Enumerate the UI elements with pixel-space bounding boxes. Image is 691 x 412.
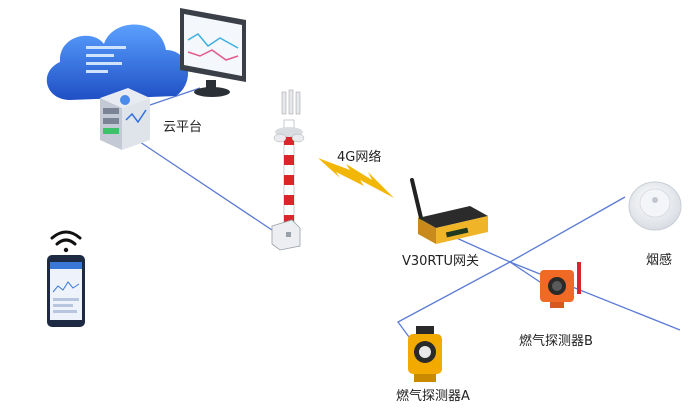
gas-detector-b-icon	[540, 262, 581, 308]
gateway-label: V30RTU网关	[402, 254, 479, 269]
lightning-icon	[318, 158, 394, 198]
line-server-tower	[139, 141, 273, 231]
connection-lines	[139, 87, 681, 353]
cell-tower-icon	[271, 89, 305, 251]
gateway-device-icon	[410, 178, 488, 244]
line-gateway-smoke	[509, 196, 626, 263]
wifi-icon	[50, 230, 82, 253]
gas-detector-a-label: 燃气探测器A	[396, 389, 470, 404]
smoke-detector-icon	[628, 181, 682, 231]
cloud-platform-label: 云平台	[163, 120, 203, 135]
gas-detector-b-label: 燃气探测器B	[519, 334, 593, 349]
mobile-phone-icon	[47, 255, 85, 327]
monitor-icon	[180, 8, 246, 97]
cloud-icon	[46, 24, 189, 100]
server-icon	[100, 88, 150, 150]
line-server-monitor	[149, 87, 201, 106]
smoke-label: 烟感	[646, 253, 673, 268]
gas-detector-a-icon	[408, 326, 442, 382]
network-label: 4G网络	[337, 150, 382, 165]
